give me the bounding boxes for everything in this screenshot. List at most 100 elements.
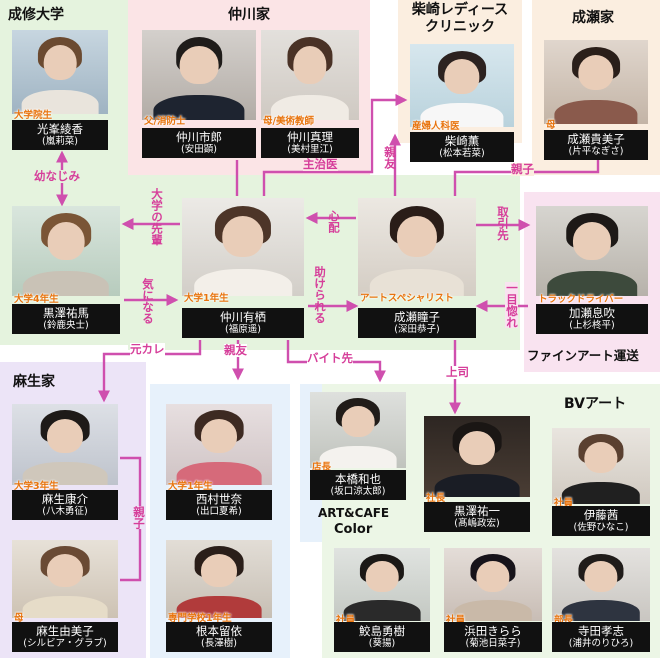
- portrait-image: [310, 392, 406, 468]
- relation-label-kininaru: 気になる: [141, 278, 155, 324]
- character-name: 浜田きらら: [464, 624, 522, 638]
- actor-name: (安田顕): [181, 144, 217, 155]
- character-name: 本橋和也: [335, 472, 381, 486]
- portrait-image: [12, 540, 118, 619]
- portrait-image: [410, 44, 514, 127]
- portrait-image: [424, 416, 530, 498]
- actor-name: (葵揚): [368, 638, 396, 649]
- role-label: 大学院生: [14, 110, 53, 121]
- actor-name: (シルビア・グラブ): [23, 638, 107, 649]
- portrait-image: [444, 548, 542, 621]
- actor-name: (嵐莉菜): [42, 136, 78, 147]
- portrait-image: [261, 30, 359, 120]
- card-mitsumine: 大学院生 光峯綾香(嵐莉菜): [12, 30, 108, 150]
- role-label: 大学3年生: [14, 481, 59, 492]
- actor-name: (浦井のりひろ): [568, 638, 634, 649]
- relation-label-oyako-aso: 親子: [132, 506, 146, 529]
- relation-label-daigaku-senpai: 大学の先輩: [150, 188, 164, 246]
- role-label: 社員: [336, 615, 356, 626]
- actor-name: (出口夏希): [196, 506, 242, 517]
- card-kurosawa-yuichi: 社長 黒澤祐一(髙嶋政宏): [424, 416, 530, 532]
- card-sena: 大学1年生 西村世奈(出口夏希): [166, 404, 272, 520]
- portrait-image: [552, 548, 650, 621]
- role-label: 社員: [446, 615, 466, 626]
- card-kirara: 社員 浜田きらら(菊池日菜子): [444, 548, 542, 652]
- character-name: 根本留依: [196, 624, 242, 638]
- group-title-nakagawa: 仲川家: [228, 7, 270, 23]
- card-kosuke: 大学3年生 麻生康介(八木勇征): [12, 404, 118, 520]
- group-title-aso: 麻生家: [13, 374, 55, 390]
- card-yumiko: 母 麻生由美子(シルビア・グラブ): [12, 540, 118, 652]
- portrait-image: [358, 198, 476, 296]
- character-name: 仲川市郎: [176, 130, 222, 144]
- role-label: 母: [14, 613, 24, 624]
- relation-label-hitomebore: 一目惚れ: [505, 282, 519, 328]
- portrait-image: [544, 40, 648, 124]
- actor-name: (松本若菜): [439, 148, 485, 159]
- portrait-image: [12, 30, 108, 114]
- relation-label-oyako-naruse: 親子: [511, 162, 534, 176]
- group-title-cafe-line1: ART&CAFE: [318, 506, 390, 520]
- portrait-image: [166, 540, 272, 619]
- relation-label-shujii: 主治医: [303, 157, 338, 171]
- relation-label-osananajimi: 幼なじみ: [34, 169, 80, 183]
- relation-label-torihikisaki: 取引先: [496, 206, 510, 241]
- role-label: 大学1年生: [168, 481, 213, 492]
- role-label: 部長: [554, 615, 574, 626]
- card-rui: 専門学校1年生 根本留依(長澤樹): [166, 540, 272, 652]
- character-name: 鮫島勇樹: [359, 624, 405, 638]
- portrait-image: [536, 206, 648, 296]
- character-name: 伊藤茜: [583, 508, 619, 522]
- role-label: 父/消防士: [144, 116, 186, 127]
- card-ichiro: 父/消防士 仲川市郎(安田顕): [142, 30, 256, 158]
- actor-name: (鈴鹿央士): [43, 320, 89, 331]
- portrait-image: [12, 206, 120, 296]
- portrait-image: [142, 30, 256, 120]
- role-label: 社長: [426, 493, 446, 504]
- character-name: 加瀬息吹: [569, 306, 615, 320]
- character-name: 光峯綾香: [37, 122, 83, 136]
- group-title-seishu: 成修大学: [8, 7, 64, 23]
- portrait-image: [166, 404, 272, 486]
- card-terada: 部長 寺田孝志(浦井のりひろ): [552, 548, 650, 652]
- character-name: 麻生康介: [42, 492, 88, 506]
- card-kaoru: 産婦人科医 柴崎薫(松本若菜): [410, 44, 514, 162]
- character-name: 西村世奈: [196, 492, 242, 506]
- character-name: 成瀬瞳子: [394, 310, 440, 324]
- card-yuzu: 大学1年生 仲川有栖(福原遥): [182, 198, 304, 338]
- actor-name: (深田恭子): [394, 324, 440, 335]
- actor-name: (片平なぎさ): [568, 146, 624, 157]
- group-title-shibasaki: 柴崎レディース クリニック: [411, 2, 509, 35]
- relation-label-motokare: 元カレ: [130, 342, 165, 356]
- card-ito: 社員 伊藤茜(佐野ひなこ): [552, 428, 650, 536]
- character-name: 黒澤祐一: [454, 504, 500, 518]
- relation-label-shinyu-sena: 親友: [224, 343, 247, 357]
- relation-label-tasukerareru: 助けられる: [313, 266, 327, 324]
- group-title-bv: BVアート: [564, 396, 627, 412]
- actor-name: (美村里江): [287, 144, 333, 155]
- card-kurosawa-yuma: 大学4年生 黒澤祐馬(鈴鹿央士): [12, 206, 120, 334]
- role-label: 産婦人科医: [412, 121, 460, 132]
- relation-label-shinyu-kaoru: 親友: [383, 146, 397, 169]
- card-mari: 母/美術教師 仲川真理(美村里江): [261, 30, 359, 158]
- portrait-image: [12, 404, 118, 486]
- actor-name: (上杉柊平): [569, 320, 615, 331]
- card-hitomiko: アートスペシャリスト 成瀬瞳子(深田恭子): [358, 198, 476, 338]
- portrait-image: [182, 198, 304, 296]
- role-label: 母: [546, 120, 556, 131]
- actor-name: (長澤樹): [201, 638, 237, 649]
- relation-label-baitosaki: バイト先: [307, 351, 353, 365]
- role-label: アートスペシャリスト: [360, 293, 454, 304]
- character-name: 寺田孝志: [578, 624, 624, 638]
- character-name: 黒澤祐馬: [43, 306, 89, 320]
- role-label: 母/美術教師: [263, 116, 314, 127]
- arrow-shujii: [262, 94, 408, 196]
- actor-name: (福原遥): [225, 324, 261, 335]
- role-label: 社員: [554, 498, 574, 509]
- portrait-image: [552, 428, 650, 504]
- relation-label-shinpai: 心配: [327, 210, 341, 233]
- actor-name: (髙嶋政宏): [454, 518, 500, 529]
- actor-name: (佐野ひなこ): [573, 522, 629, 533]
- character-name: 麻生由美子: [36, 624, 94, 638]
- actor-name: (坂口涼太郎): [330, 486, 386, 497]
